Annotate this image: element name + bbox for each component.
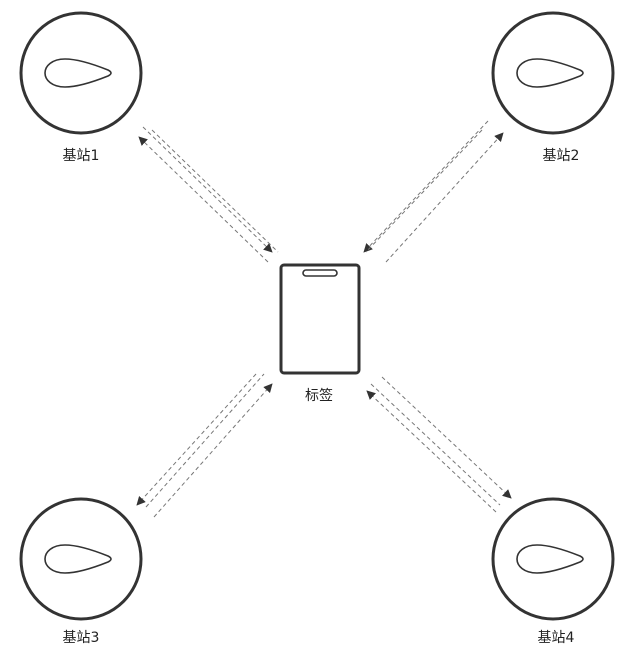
tag-slot (302, 269, 338, 277)
base-station-3-label: 基站3 (63, 629, 100, 646)
base-station-2-label: 基站2 (543, 147, 580, 164)
tag-body (279, 263, 361, 375)
link-tag-to-3 (136, 373, 257, 506)
link-tag-to-2 (385, 132, 504, 263)
link-tag-to-4 (381, 376, 512, 499)
link-3-guide (145, 373, 265, 508)
base-station-1: 基站1 (19, 11, 143, 164)
base-station-4-antenna-icon (516, 544, 584, 574)
base-station-3: 基站3 (19, 497, 143, 646)
link-4-guide (370, 383, 501, 506)
base-station-2: 基站2 (491, 11, 615, 164)
link-station-4 (366, 376, 512, 513)
base-station-2-antenna-icon (516, 58, 584, 88)
base-station-4: 基站4 (491, 497, 615, 646)
link-2-guide (365, 129, 483, 253)
link-2-to-tag (363, 120, 489, 253)
link-station-3 (136, 373, 273, 518)
link-1-to-tag (142, 126, 273, 253)
link-station-2 (363, 120, 504, 263)
base-station-4-label: 基站4 (538, 629, 575, 646)
link-station-1 (138, 126, 279, 263)
link-tag-to-1 (138, 136, 269, 263)
base-station-1-antenna-icon (44, 58, 112, 88)
base-station-3-antenna-icon (44, 544, 112, 574)
tag: 标签 (279, 263, 361, 404)
base-station-1-label: 基站1 (63, 147, 100, 164)
tag-label: 标签 (305, 387, 333, 404)
link-1-guide (151, 129, 279, 253)
link-3-to-tag (153, 383, 273, 518)
link-4-to-tag (366, 390, 497, 513)
